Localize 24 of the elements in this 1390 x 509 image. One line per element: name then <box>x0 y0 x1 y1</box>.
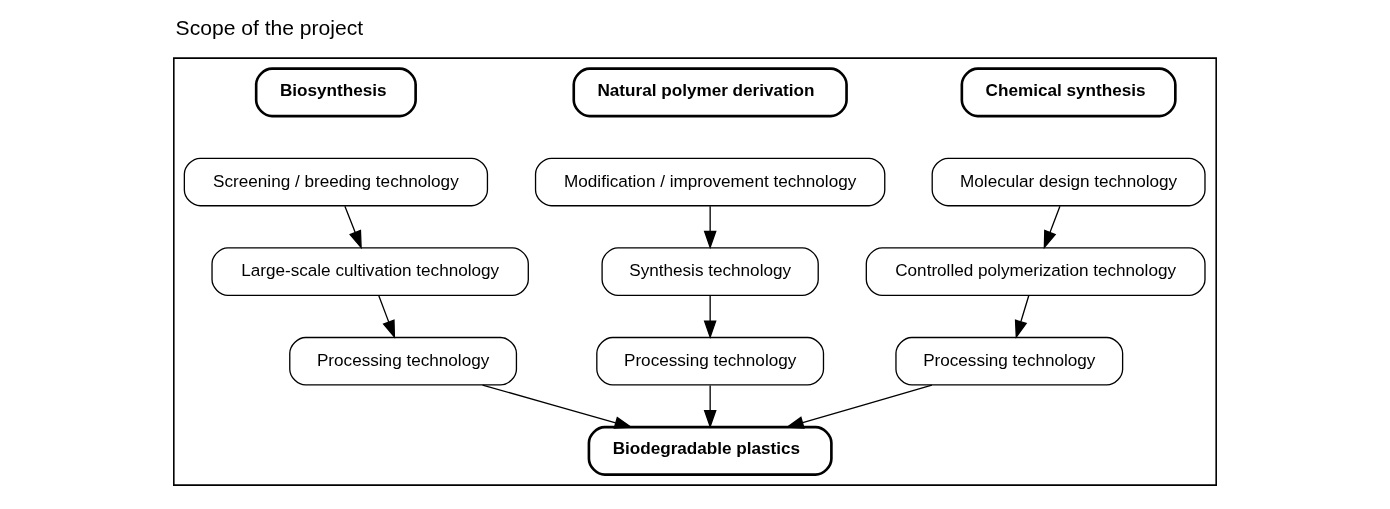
node-box: Biodegradable plastics <box>587 425 833 476</box>
node-box: Processing technology <box>596 336 825 386</box>
node-box: Molecular design technology <box>931 157 1206 207</box>
arrow <box>378 295 396 339</box>
arrow <box>1014 295 1030 339</box>
arrow <box>703 384 717 429</box>
node-box: Natural polymer derivation <box>572 67 848 118</box>
node-box: Biosynthesis <box>254 67 417 118</box>
node-box: Screening / breeding technology <box>183 157 489 207</box>
diagram-title: Scope of the project <box>175 16 364 40</box>
node-box: Processing technology <box>895 336 1124 386</box>
arrow <box>703 205 717 250</box>
node-box: Processing technology <box>289 336 518 386</box>
node-box: Large-scale cultivation technology <box>211 247 529 296</box>
arrow <box>785 384 933 429</box>
arrow <box>344 205 362 250</box>
node-box: Modification / improvement technology <box>534 157 886 207</box>
arrow <box>481 384 633 429</box>
node-box: Controlled polymerization technology <box>865 247 1206 296</box>
node-box: Synthesis technology <box>601 247 819 296</box>
cluster <box>173 57 1217 486</box>
node-box: Chemical synthesis <box>960 67 1177 118</box>
arrow <box>1043 205 1061 250</box>
arrow <box>703 295 717 339</box>
